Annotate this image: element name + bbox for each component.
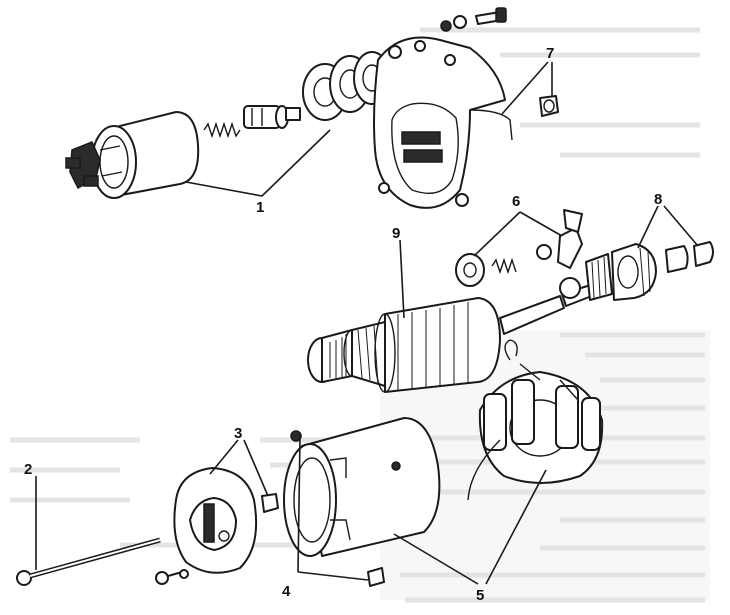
fastener-set-top [440,7,507,32]
callout-1: 1 [256,199,264,216]
through-bolt [16,537,161,586]
commutator-end-frame [173,467,279,574]
callout-9: 9 [392,225,400,242]
callout-6: 6 [512,193,520,210]
callout-4: 4 [282,583,291,600]
callout-2: 2 [24,461,32,478]
fastener-set-bottom [155,430,385,587]
field-frame [283,417,441,557]
commutator [307,329,361,383]
callout-8: 8 [654,191,662,208]
armature [307,281,603,393]
solenoid-switch [65,111,200,199]
brush-holder-assembly [467,339,604,501]
commutator-end-cap [611,241,714,301]
callout-7: 7 [546,45,554,62]
plunger [243,105,301,129]
callout-5: 5 [476,587,484,604]
bushing-7 [539,95,559,117]
leader-lines [35,61,699,585]
callout-3: 3 [234,425,242,442]
return-spring [203,121,241,139]
drive-end-housing [373,36,513,209]
pinion-drive-assembly [455,209,613,301]
